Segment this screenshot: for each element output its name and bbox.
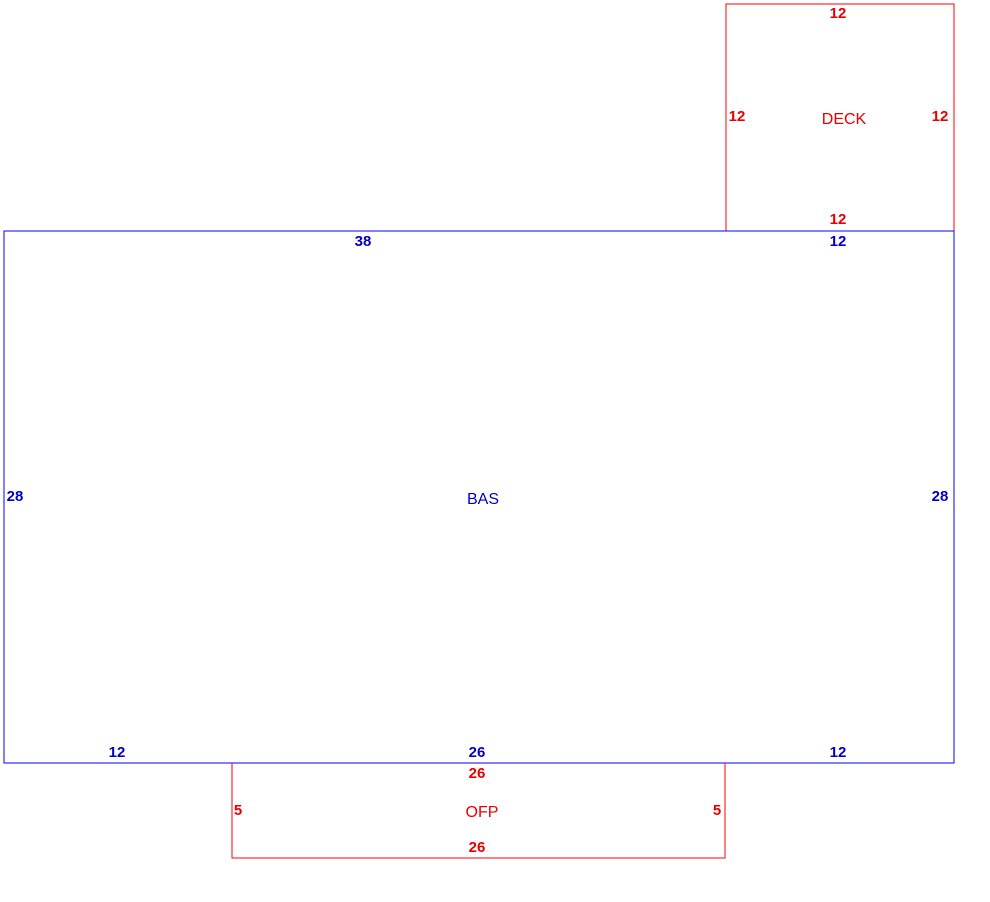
bas-dim-left: 28 bbox=[7, 488, 24, 505]
ofp-dim-bottom: 26 bbox=[469, 839, 486, 856]
bas-dim-bottom-right: 12 bbox=[830, 744, 847, 761]
bas-dim-bottom-middle: 26 bbox=[469, 744, 486, 761]
ofp-outline bbox=[231, 763, 726, 859]
bas-dim-top-right: 12 bbox=[830, 233, 847, 250]
deck-dim-right: 12 bbox=[932, 108, 949, 125]
ofp-label: OFP bbox=[466, 804, 499, 821]
deck-dim-left: 12 bbox=[729, 108, 746, 125]
ofp-dim-left: 5 bbox=[234, 802, 242, 819]
deck-dim-bottom: 12 bbox=[830, 211, 847, 228]
deck-label: DECK bbox=[822, 111, 867, 128]
bas-label: BAS bbox=[467, 491, 499, 508]
bas-dim-right: 28 bbox=[932, 488, 949, 505]
ofp-dim-right: 5 bbox=[713, 802, 721, 819]
ofp-dim-top: 26 bbox=[469, 765, 486, 782]
bas-dim-top-main: 38 bbox=[355, 233, 372, 250]
bas-outline bbox=[3, 230, 955, 764]
ofp-area: 26 5 5 26 OFP bbox=[231, 763, 726, 859]
bas-area: 38 12 28 28 12 26 12 BAS bbox=[3, 230, 955, 764]
bas-dim-bottom-left: 12 bbox=[109, 744, 126, 761]
deck-dim-top: 12 bbox=[830, 5, 847, 22]
deck-area: 12 12 12 12 DECK bbox=[725, 3, 955, 232]
